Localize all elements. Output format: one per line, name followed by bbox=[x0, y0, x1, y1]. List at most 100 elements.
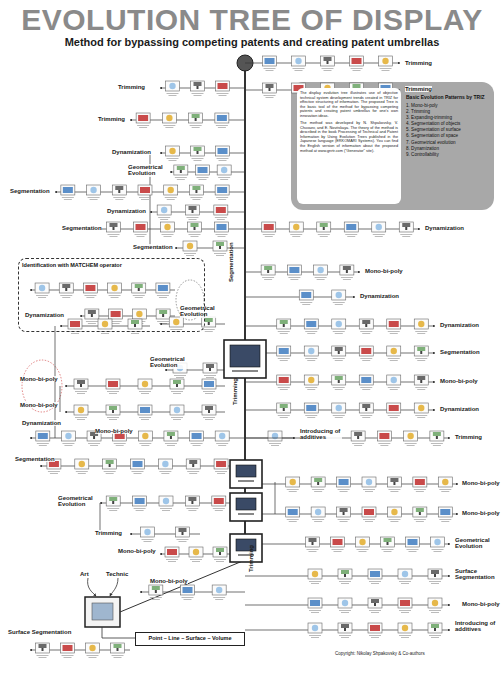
thumbnail-shape bbox=[312, 625, 318, 631]
caption-bar bbox=[401, 583, 409, 585]
thumbnail-shape bbox=[168, 187, 174, 193]
thumbnail bbox=[414, 319, 428, 334]
thumbnail-screen bbox=[140, 407, 150, 413]
thumbnail bbox=[372, 222, 386, 237]
caption-bar bbox=[108, 234, 120, 236]
thumbnail bbox=[332, 403, 346, 418]
thumbnail-stand bbox=[93, 436, 95, 439]
thumbnail-shape bbox=[205, 406, 213, 410]
thumbnail-shape bbox=[144, 529, 150, 535]
caption-bar bbox=[309, 581, 321, 583]
caption-bar bbox=[62, 297, 70, 299]
operator-label: Geometrical Evolution bbox=[180, 305, 222, 318]
caption-bar bbox=[415, 415, 427, 417]
caption-bar bbox=[191, 236, 199, 238]
caption-bar bbox=[434, 551, 442, 553]
thumbnail bbox=[162, 113, 176, 128]
thumbnail-stand bbox=[162, 314, 164, 317]
branch-row bbox=[245, 431, 295, 446]
caption-bar bbox=[417, 360, 425, 362]
thumbnail bbox=[213, 547, 227, 562]
thumbnail-frame bbox=[398, 623, 412, 633]
thumbnail bbox=[87, 185, 101, 200]
caption-bar bbox=[399, 610, 411, 612]
caption-bar bbox=[141, 393, 149, 395]
caption-bar bbox=[37, 443, 49, 445]
thumbnail-shape bbox=[362, 404, 370, 408]
thumbnail-shape bbox=[433, 432, 441, 436]
caption-bar bbox=[401, 637, 409, 639]
trunk-label: Segmentation bbox=[228, 242, 234, 282]
thumbnail bbox=[292, 56, 306, 71]
caption-bar bbox=[399, 635, 411, 637]
thumbnail-shape bbox=[166, 115, 172, 121]
thumbnail bbox=[141, 527, 155, 542]
thumbnail bbox=[414, 346, 428, 361]
pattern-item: 6. Segmentation of space bbox=[406, 133, 488, 139]
thumbnail-frame bbox=[189, 113, 203, 123]
thumbnail-shape bbox=[221, 167, 227, 173]
thumbnail-frame bbox=[404, 431, 418, 441]
caption-bar bbox=[193, 445, 201, 447]
thumbnail-frame bbox=[202, 379, 216, 389]
operator-label: Segmentation bbox=[15, 456, 55, 462]
caption-bar bbox=[214, 253, 226, 255]
branch-row bbox=[160, 146, 245, 161]
thumbnail-frame bbox=[262, 222, 276, 232]
trunk-frame bbox=[224, 340, 266, 378]
thumbnail bbox=[338, 623, 352, 638]
trunk-screen bbox=[236, 498, 256, 510]
thumbnail bbox=[190, 431, 204, 446]
thumbnail bbox=[263, 83, 277, 98]
thumbnail-shape bbox=[336, 292, 342, 298]
thumbnail-frame bbox=[169, 317, 183, 327]
caption-bar bbox=[219, 160, 227, 162]
caption-bar bbox=[88, 197, 100, 199]
thumbnail bbox=[36, 431, 50, 446]
thumbnail-screen bbox=[204, 381, 214, 387]
thumbnail-frame bbox=[189, 185, 203, 195]
caption-bar bbox=[390, 491, 398, 493]
thumbnail bbox=[159, 496, 173, 511]
thumbnail-screen bbox=[63, 187, 73, 193]
caption-bar bbox=[214, 559, 226, 561]
caption-bar bbox=[217, 93, 229, 95]
thumbnail-frame bbox=[215, 113, 229, 123]
thumbnail-frame bbox=[387, 477, 401, 487]
caption-bar bbox=[416, 491, 424, 493]
thumbnail-frame bbox=[136, 113, 150, 123]
thumbnail-screen bbox=[265, 58, 275, 64]
thumbnail-frame bbox=[131, 459, 145, 469]
caption-bar bbox=[192, 199, 200, 201]
thumbnail-frame bbox=[158, 459, 172, 469]
caption-bar bbox=[307, 417, 315, 419]
thumbnail-shape bbox=[432, 600, 438, 606]
branch-row bbox=[245, 403, 435, 418]
thumbnail-frame bbox=[134, 222, 148, 232]
caption-bar bbox=[139, 127, 147, 129]
thumbnail-frame bbox=[372, 222, 386, 232]
caption-bar bbox=[169, 95, 177, 97]
thumbnail bbox=[131, 459, 145, 474]
thumbnail bbox=[166, 81, 180, 96]
thumbnail-stand bbox=[109, 464, 111, 467]
thumbnail-shape bbox=[89, 645, 95, 651]
thumbnail-shape bbox=[295, 58, 301, 64]
thumbnail-frame bbox=[216, 81, 230, 91]
thumbnail bbox=[277, 375, 291, 390]
thumbnail-stand bbox=[374, 603, 376, 606]
caption-bar bbox=[290, 234, 302, 236]
caption-bar bbox=[197, 177, 209, 179]
trunk-system bbox=[224, 340, 266, 378]
thumbnail-shape bbox=[418, 321, 424, 327]
thumbnail-shape bbox=[336, 321, 342, 327]
thumbnail-stand bbox=[365, 408, 367, 411]
thumbnail bbox=[337, 507, 351, 522]
caption-bar bbox=[371, 583, 379, 585]
thumbnail-frame bbox=[181, 585, 195, 595]
thumbnail-shape bbox=[159, 310, 167, 314]
thumbnail bbox=[174, 165, 188, 180]
caption-bar bbox=[158, 217, 170, 219]
thumbnail bbox=[185, 496, 199, 511]
